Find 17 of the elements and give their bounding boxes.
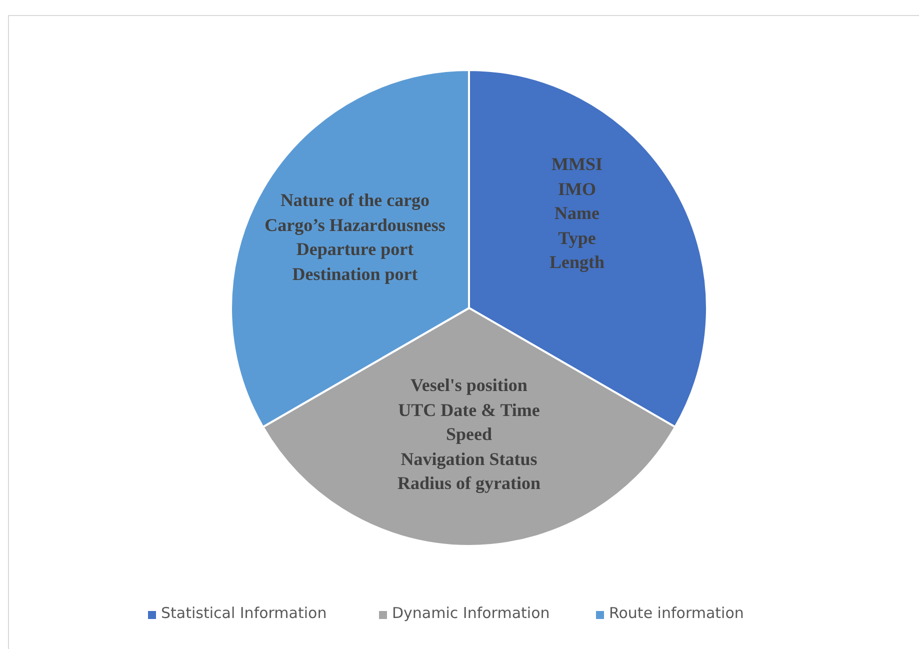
slice-label: Name — [554, 202, 600, 225]
slice-label: Radius of gyration — [397, 472, 540, 495]
slice-label: Cargo’s Hazardousness — [264, 214, 446, 236]
slice-label: Destination port — [292, 262, 418, 286]
slice-label: Nature of the cargo — [280, 189, 430, 212]
slice-label: Speed — [446, 423, 492, 446]
slice-label: Length — [550, 251, 604, 274]
legend-label: Dynamic Information — [392, 604, 550, 622]
legend-label: Route information — [609, 604, 744, 622]
slice-label: Vesel's position — [410, 374, 528, 397]
slice-label: MMSI — [552, 153, 602, 176]
slice-label: Departure port — [296, 238, 414, 261]
slice-label: UTC Date & Time — [398, 398, 540, 422]
slice-label: IMO — [558, 178, 596, 200]
slice-label: Navigation Status — [400, 448, 538, 470]
slice-label: Type — [558, 226, 596, 250]
legend-label: Statistical Information — [161, 604, 327, 622]
